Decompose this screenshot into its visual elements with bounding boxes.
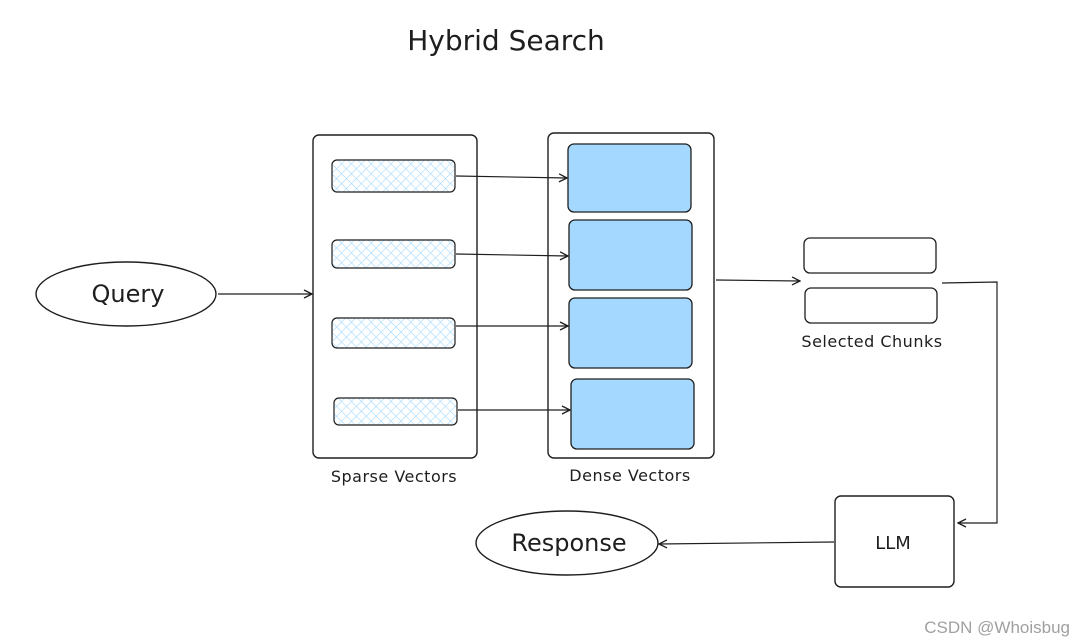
llm-node: LLM: [834, 495, 955, 588]
dense-vectors-container: [547, 132, 715, 459]
dense-vectors-label: Dense Vectors: [569, 466, 690, 485]
dense-vector-4: [570, 378, 695, 450]
sparse-vectors-label: Sparse Vectors: [331, 467, 457, 486]
sparse-vector-4: [333, 397, 458, 426]
sparse-vectors-container: [312, 134, 478, 459]
sparse-to-dense-arrow-2: [455, 254, 568, 256]
dense-vector-2: [568, 219, 693, 291]
watermark: CSDN @Whoisbug: [924, 618, 1070, 637]
selected-chunks: [803, 237, 938, 324]
response-node: Response: [475, 510, 659, 576]
dense-vector-3: [568, 297, 693, 369]
sparse-vector-1: [331, 159, 456, 193]
query-node: Query: [35, 261, 217, 327]
sparse-vector-2: [331, 239, 456, 269]
dense-to-chunks-arrow: [715, 280, 800, 281]
diagram-title: Hybrid Search: [407, 24, 605, 57]
sparse-vector-3: [331, 317, 456, 349]
llm-label: LLM: [875, 533, 911, 554]
selected-chunk-1: [803, 237, 937, 274]
chunks-to-llm-arrow: [941, 281, 998, 523]
response-label: Response: [511, 529, 626, 557]
query-label: Query: [92, 280, 165, 308]
dense-vector-1: [567, 143, 692, 213]
selected-chunk-2: [804, 287, 938, 324]
selected-chunks-label: Selected Chunks: [801, 332, 942, 351]
llm-to-response-arrow: [659, 542, 835, 544]
sparse-to-dense-arrow-1: [455, 176, 567, 178]
